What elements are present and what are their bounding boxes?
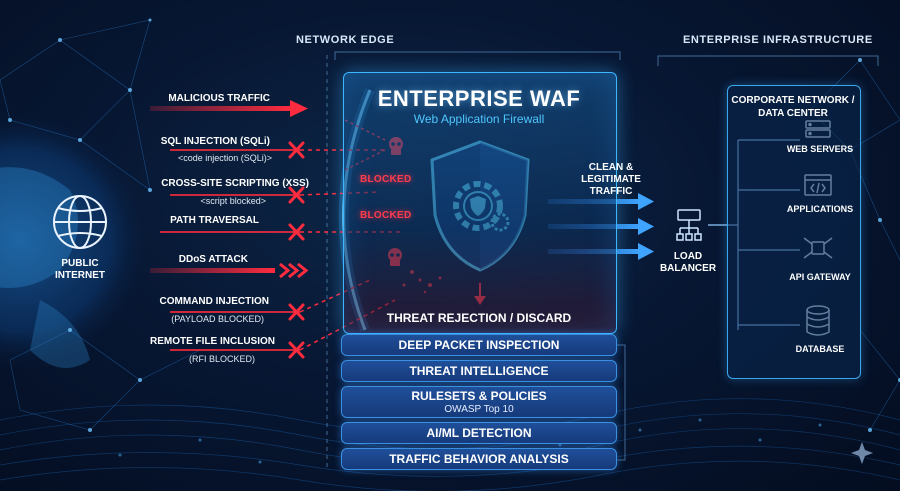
public-internet-line2: INTERNET: [55, 270, 105, 281]
waf-panel: [343, 72, 617, 334]
clean-traffic-line1: CLEAN &: [588, 162, 634, 173]
threat-command-injection-sub: (PAYLOAD BLOCKED): [171, 314, 264, 324]
threat-xss: CROSS-SITE SCRIPTING (XSS): [161, 178, 309, 189]
infra-applications: APPLICATIONS: [786, 204, 854, 214]
infra-web-servers: WEB SERVERS: [786, 144, 854, 154]
waf-title: ENTERPRISE WAF: [377, 86, 581, 111]
load-balancer-line2: BALANCER: [659, 263, 717, 274]
threat-command-injection: COMMAND INJECTION: [159, 296, 269, 307]
infra-database: DATABASE: [795, 344, 845, 354]
threat-malicious-traffic: MALICIOUS TRAFFIC: [168, 93, 270, 104]
layer-rulesets-policies: RULESETS & POLICIES OWASP Top 10: [341, 386, 617, 418]
threat-sql-injection-sub: <code injection (SQLi)>: [177, 153, 272, 163]
globe-icon: [53, 195, 107, 249]
threat-rfi-sub: (RFI BLOCKED): [188, 354, 255, 364]
clean-traffic-label: CLEAN & LEGITIMATE TRAFFIC: [576, 162, 646, 198]
layer-label: RULESETS & POLICIES: [411, 389, 547, 403]
enterprise-infrastructure-label: ENTERPRISE INFRASTRUCTURE: [683, 34, 873, 46]
clean-traffic-line3: TRAFFIC: [589, 186, 633, 197]
layer-traffic-behavior-analysis: TRAFFIC BEHAVIOR ANALYSIS: [341, 448, 617, 470]
threat-rejection-label: THREAT REJECTION / DISCARD: [386, 311, 572, 325]
threat-xss-sub: <script blocked>: [200, 196, 266, 206]
infrastructure-title: CORPORATE NETWORK / DATA CENTER: [727, 94, 859, 120]
threat-rfi: REMOTE FILE INCLUSION: [150, 336, 275, 347]
load-balancer-icon: [676, 209, 702, 241]
layer-sublabel: OWASP Top 10: [444, 404, 514, 415]
infrastructure-panel: [727, 85, 861, 379]
clean-traffic-line2: LEGITIMATE: [581, 174, 641, 185]
layer-threat-intelligence: THREAT INTELLIGENCE: [341, 360, 617, 382]
public-internet-label: PUBLIC INTERNET: [40, 258, 120, 282]
threat-ddos: DDoS ATTACK: [178, 254, 248, 265]
infrastructure-title-line1: CORPORATE NETWORK /: [731, 95, 855, 106]
public-internet-line1: PUBLIC: [61, 258, 99, 269]
ddos-chevrons: [279, 262, 309, 279]
block-x-marks: [288, 141, 305, 359]
infrastructure-bracket: [657, 55, 879, 66]
layer-label: TRAFFIC BEHAVIOR ANALYSIS: [389, 452, 569, 466]
layer-deep-packet-inspection: DEEP PACKET INSPECTION: [341, 334, 617, 356]
waf-subtitle: Web Application Firewall: [413, 112, 545, 126]
layer-ai-ml-detection: AI/ML DETECTION: [341, 422, 617, 444]
blocked-label-2: BLOCKED: [360, 210, 412, 221]
network-edge-label: NETWORK EDGE: [296, 34, 395, 46]
globe: [0, 110, 150, 370]
infrastructure-title-line2: DATA CENTER: [758, 108, 828, 119]
sparkle-icon: [851, 442, 873, 464]
layer-label: THREAT INTELLIGENCE: [409, 364, 549, 378]
infra-api-gateway: API GATEWAY: [789, 272, 851, 282]
threat-sql-injection: SQL INJECTION (SQLi): [160, 136, 270, 147]
load-balancer-line1: LOAD: [673, 251, 703, 262]
threat-path-traversal: PATH TRAVERSAL: [170, 215, 259, 226]
network-edge-bracket: [334, 51, 621, 60]
layer-label: AI/ML DETECTION: [426, 426, 532, 440]
load-balancer-label: LOAD BALANCER: [648, 251, 728, 275]
layer-label: DEEP PACKET INSPECTION: [398, 338, 560, 352]
blocked-label-1: BLOCKED: [360, 174, 412, 185]
